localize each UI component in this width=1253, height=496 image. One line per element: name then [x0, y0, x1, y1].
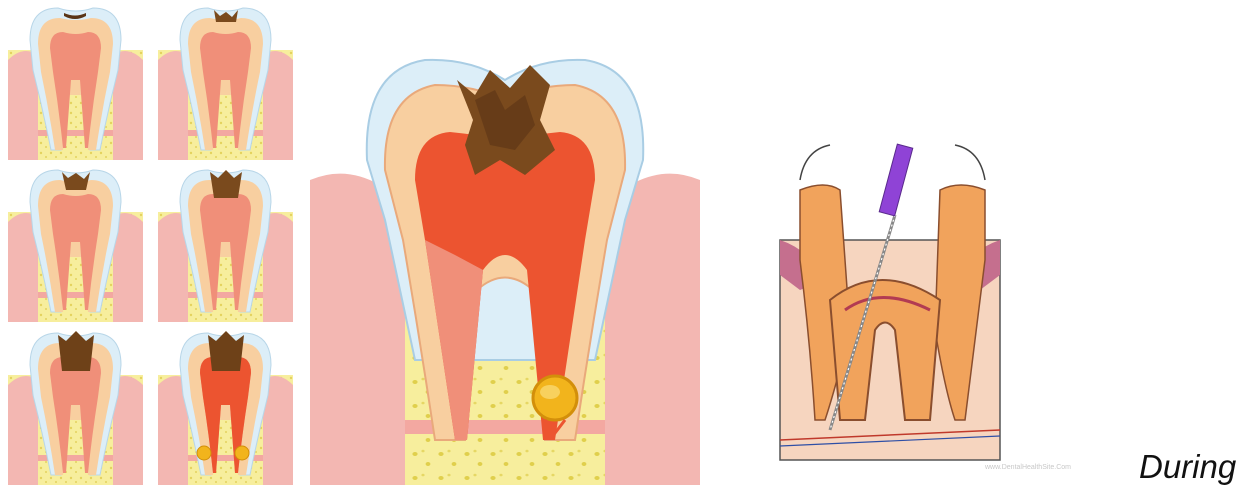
stage-4-tooth — [158, 170, 293, 322]
root-canal-illustration — [770, 140, 1015, 475]
infected-tooth-cross-section — [305, 40, 705, 485]
stage-2-tooth — [158, 8, 293, 160]
root-canal-procedure — [770, 140, 1015, 475]
stage-6-tooth — [158, 331, 293, 485]
decay-stages-grid — [0, 0, 300, 491]
decay-stages-illustration — [0, 0, 300, 491]
figure-caption: During — [1139, 447, 1236, 487]
stage-3-tooth — [8, 170, 143, 322]
infected-tooth-illustration — [305, 40, 705, 485]
stage-1-tooth — [8, 8, 143, 160]
watermark-text: www.DentalHealthSite.Com — [985, 464, 1071, 471]
stage-5-tooth — [8, 331, 143, 485]
